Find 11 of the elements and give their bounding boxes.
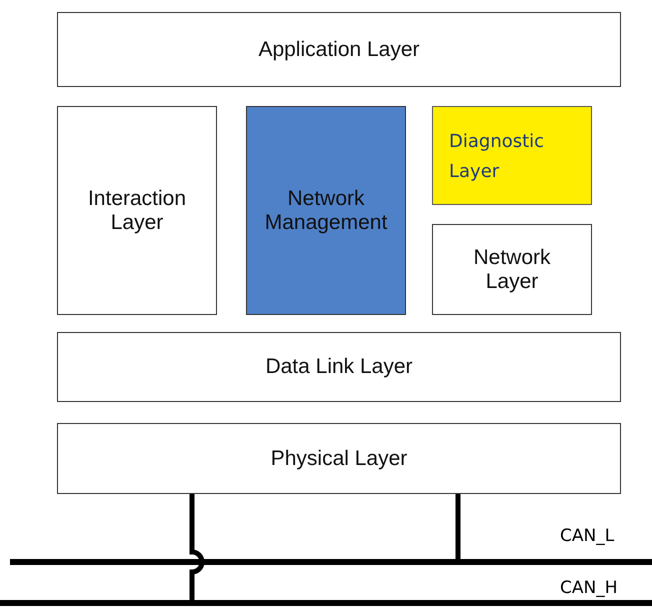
layer-box: Diagnostic Layer <box>432 106 592 205</box>
connector-line <box>190 494 204 600</box>
bus-label: CAN_L <box>560 526 614 546</box>
layer-box: Application Layer <box>57 12 621 87</box>
connector-line <box>456 494 460 559</box>
layer-box: Network Layer <box>432 224 592 315</box>
bus-label: CAN_H <box>560 578 618 598</box>
layer-box: Interaction Layer <box>57 106 217 315</box>
layer-box: Data Link Layer <box>57 332 621 402</box>
layer-box: Physical Layer <box>57 423 621 494</box>
layer-box: Network Management <box>246 106 406 315</box>
